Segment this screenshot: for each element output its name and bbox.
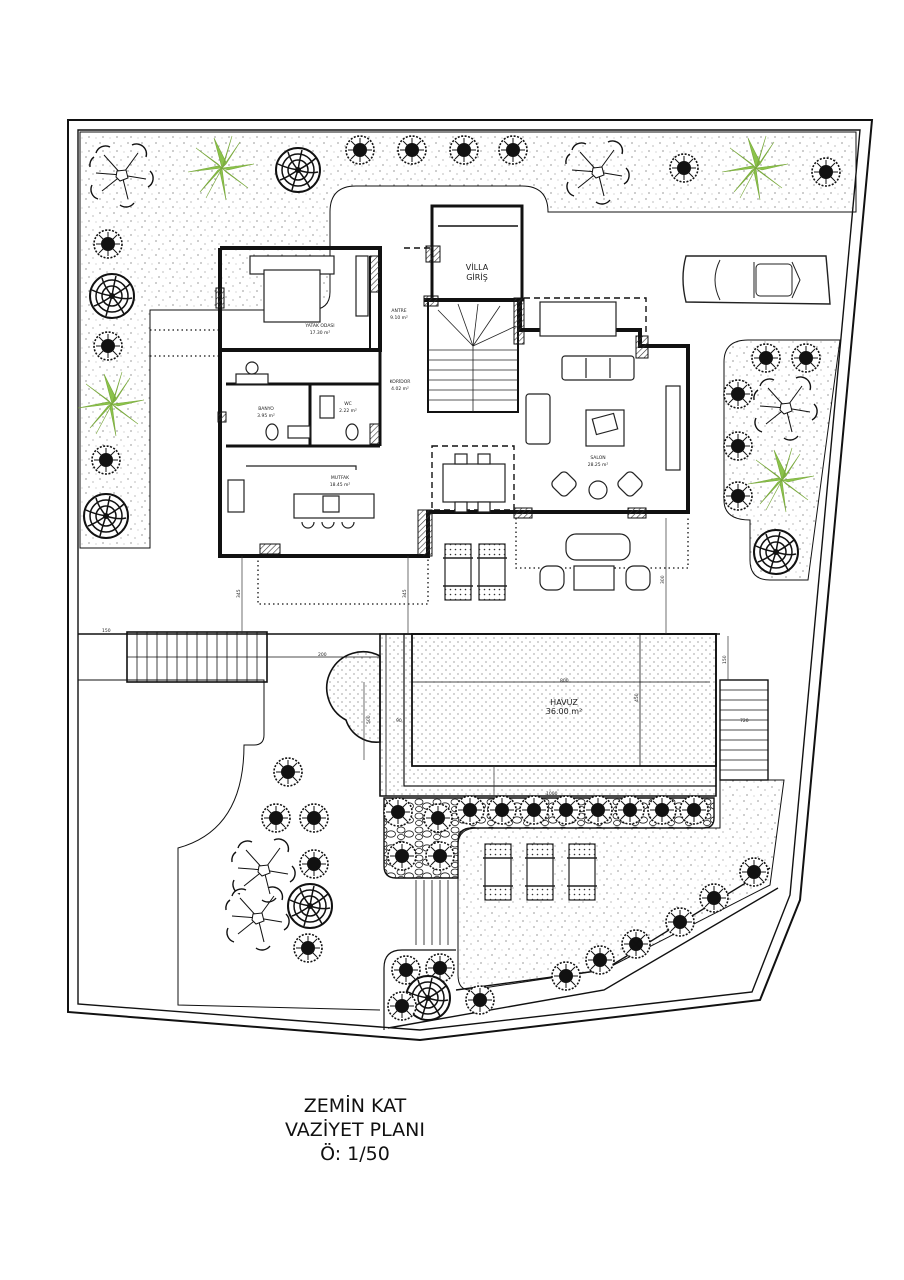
dim-text: 200 [318,652,327,658]
drawing-title-floor: ZEMİN KAT [303,1095,407,1117]
drawing-title-block: ZEMİN KAT VAZİYET PLANI Ö: 1/50 [260,1094,450,1166]
dimension-lines [241,518,729,796]
lower-curb [383,857,779,1030]
wc-label: WC [344,401,352,407]
landscape-gravel-areas [79,131,857,991]
drawing-scale: Ö: 1/50 [320,1143,390,1165]
living-label: SALON [590,455,605,461]
room-labels: VİLLA GİRİŞ YATAK ODASI 17.30 m² ANTRE 9… [257,262,608,716]
living-area: 28.25 m² [588,462,609,468]
dim-text: 150 [102,628,111,634]
dim-text: 800 [560,678,569,684]
bedroom-label: YATAK ODASI [304,323,334,329]
staircase [428,303,518,412]
wc-area: 2.22 m² [339,408,357,414]
entrance-label-2: GİRİŞ [466,272,488,282]
pool-area: 36.00 m² [546,707,582,716]
dim-text: 450 [634,693,640,702]
kitchen-area: 18.45 m² [330,482,351,488]
dimension-texts: 150 200 345 345 300 800 450 1000 150 500… [102,575,749,797]
sun-lounger [442,543,474,601]
sun-lounger [566,843,598,901]
kitchen-label: MUTFAK [331,475,350,481]
trees-lawn-cluster [225,757,333,963]
entrance-label-1: VİLLA [466,262,489,272]
lawn-outline [78,679,381,1011]
overhang-outlines [404,247,647,511]
dim-text: 150 [722,655,728,664]
dim-text: 1000 [546,791,558,797]
pool-label: HAVUZ [550,698,578,707]
garden-steps-bottom [415,880,449,945]
structural-columns [215,245,649,557]
dim-text: 345 [402,589,408,598]
hall-area: 9.10 m² [390,315,408,321]
dim-text: 500 [366,715,372,724]
car-icon [682,255,831,305]
drawing-title-type: VAZİYET PLANI [285,1119,425,1141]
corridor-label: KORİDOR [390,378,411,385]
bathroom-label: BANYO [258,406,274,412]
dim-text: 90 [396,718,402,724]
hall-label: ANTRE [391,308,406,314]
pool [325,633,717,797]
corridor-area: 4.02 m² [391,386,409,392]
garden-steps-right [719,679,769,781]
bathroom-area: 3.95 m² [257,413,275,419]
sun-lounger [524,843,556,901]
furniture [227,255,681,591]
pebble-planter [383,795,715,879]
sun-lounger [482,843,514,901]
dim-text: 345 [236,589,242,598]
dim-text: 300 [660,575,666,584]
bedroom-area: 17.30 m² [310,330,331,336]
plot-boundary [67,119,874,1042]
dim-text: 720 [740,718,749,724]
sun-lounger [476,543,508,601]
